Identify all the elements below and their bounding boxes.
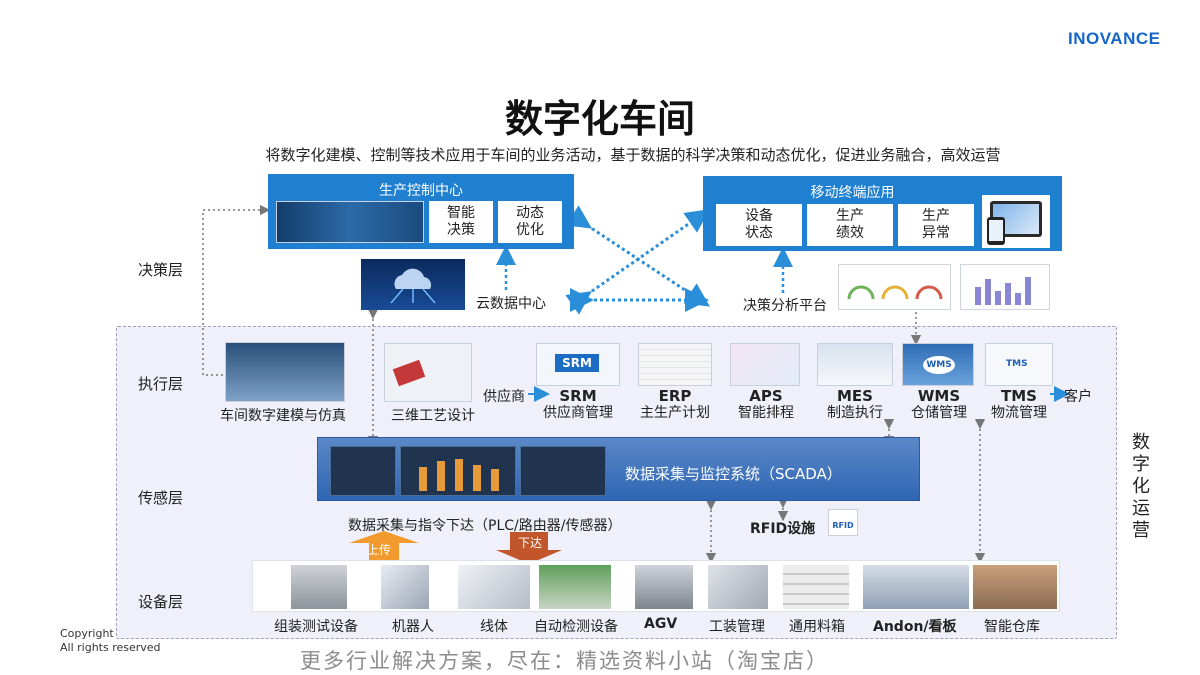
upload-arrow: 上传 — [349, 531, 419, 563]
device-label-tooling: 工装管理 — [709, 619, 765, 635]
mobile-item-exception: 生产 异常 — [898, 204, 974, 246]
scada-screen-3 — [520, 446, 606, 496]
modeling-label: 车间数字建模与仿真 — [220, 408, 346, 424]
control-dashboard-thumb — [276, 201, 424, 243]
device-strip — [252, 560, 1060, 612]
copyright: Copyright All rights reserved — [60, 627, 161, 655]
mes-code: MES — [837, 387, 873, 405]
bar-chart-icon — [975, 277, 1031, 305]
tms-code: TMS — [1001, 387, 1037, 405]
device-label-warehouse: 智能仓库 — [984, 619, 1040, 635]
rfid-icon-text: RFID — [832, 521, 854, 530]
tablet-image — [982, 195, 1050, 248]
wms-code: WMS — [917, 387, 961, 405]
device-agv-image — [635, 565, 693, 609]
watermark: 更多行业解决方案，尽在：精选资料小站（淘宝店） — [300, 649, 829, 673]
mobile-item-equipment: 设备 状态 — [716, 204, 802, 246]
scada-screen-2 — [400, 446, 516, 496]
cloud-image — [361, 259, 465, 310]
wms-name: 仓储管理 — [911, 405, 967, 421]
analysis-label: 决策分析平台 — [743, 298, 827, 314]
download-label: 下达 — [518, 536, 543, 550]
aps-image — [730, 343, 800, 386]
mes-name: 制造执行 — [827, 405, 883, 421]
mobile-item-performance: 生产 绩效 — [807, 204, 893, 246]
scada-label: 数据采集与监控系统（SCADA） — [625, 465, 842, 483]
wms-image: WMS — [902, 343, 974, 386]
tms-name: 物流管理 — [991, 405, 1047, 421]
workshop-model-image — [225, 342, 345, 402]
acquisition-label: 数据采集与指令下达（PLC/路由器/传感器） — [348, 518, 622, 534]
up-arrow-icon — [349, 531, 419, 563]
device-label-agv: AGV — [644, 616, 678, 632]
layer-label-decision: 决策层 — [138, 261, 184, 279]
device-label-bin: 通用料箱 — [789, 619, 845, 635]
device-warehouse-image — [973, 565, 1057, 609]
aps-code: APS — [749, 387, 783, 405]
control-center-title: 生产控制中心 — [379, 183, 463, 199]
device-robot-image — [381, 565, 429, 609]
control-item-decision: 智能 决策 — [429, 201, 493, 243]
upload-label: 上传 — [367, 543, 392, 557]
page-title: 数字化车间 — [504, 97, 695, 141]
process-label: 三维工艺设计 — [391, 408, 475, 424]
layer-label-sensing: 传感层 — [138, 489, 184, 507]
erp-name: 主生产计划 — [640, 405, 710, 421]
mobile-title: 移动终端应用 — [810, 185, 895, 201]
device-label-inspection: 自动检测设备 — [534, 619, 618, 635]
copyright-line-2: All rights reserved — [60, 641, 161, 654]
page-subtitle: 将数字化建模、控制等技术应用于车间的业务活动，基于数据的科学决策和动态优化，促进… — [265, 146, 1001, 164]
device-tooling-image — [708, 565, 768, 609]
srm-image: SRM — [536, 343, 620, 386]
scada-panel — [317, 437, 920, 501]
erp-code: ERP — [658, 387, 692, 405]
device-assembly-image — [291, 565, 347, 609]
copyright-line-1: Copyright — [60, 627, 114, 640]
rfid-icon: RFID — [828, 509, 858, 536]
cloud-icon — [390, 268, 436, 304]
scada-bars-icon — [419, 459, 499, 491]
layer-label-device: 设备层 — [138, 593, 184, 611]
mes-image — [817, 343, 893, 386]
rfid-label: RFID设施 — [750, 521, 816, 537]
device-andon-image — [863, 565, 969, 609]
device-label-andon: Andon/看板 — [873, 619, 957, 635]
srm-name: 供应商管理 — [543, 405, 613, 421]
gauge-dashboard-image — [838, 264, 951, 310]
side-label: 数字化运营 — [1132, 432, 1150, 541]
device-label-assembly: 组装测试设备 — [274, 619, 358, 635]
device-bin-image — [783, 565, 849, 609]
gauge-icon — [847, 285, 943, 300]
srm-thumb-text: SRM — [555, 354, 599, 372]
tms-thumb-text: TMS — [1006, 359, 1028, 369]
layer-label-execution: 执行层 — [138, 375, 184, 393]
device-label-robot: 机器人 — [392, 619, 434, 635]
cloud-label: 云数据中心 — [476, 296, 546, 312]
aps-name: 智能排程 — [738, 405, 794, 421]
brand-logo: INOVANCE — [1068, 29, 1161, 48]
control-item-optimization: 动态 优化 — [498, 201, 562, 243]
srm-code: SRM — [559, 387, 597, 405]
down-arrow-icon — [496, 532, 562, 564]
process-design-image — [384, 343, 472, 402]
device-inspection-image — [539, 565, 611, 609]
erp-image — [638, 343, 712, 386]
supplier-label: 供应商 — [483, 389, 525, 405]
scada-screen-1 — [330, 446, 396, 496]
wms-thumb-text: WMS — [923, 356, 955, 374]
device-label-line: 线体 — [480, 619, 508, 635]
download-arrow: 下达 — [496, 532, 562, 564]
tms-image: TMS — [985, 343, 1053, 386]
customer-label: 客户 — [1064, 389, 1092, 405]
device-line-image — [458, 565, 530, 609]
bar-dashboard-image — [960, 264, 1050, 310]
